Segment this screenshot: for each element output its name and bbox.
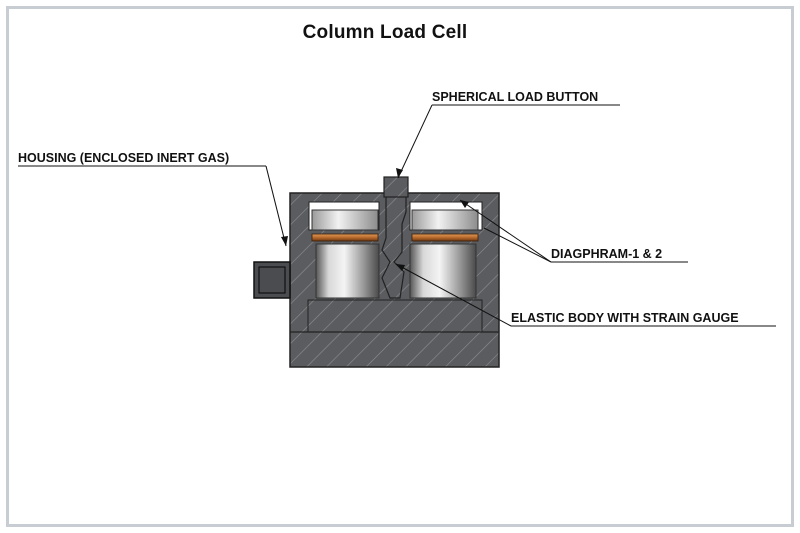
leader-lines [18, 104, 776, 327]
diaphragms [311, 233, 479, 242]
label-diaphragm: DIAGPHRAM-1 & 2 [551, 247, 663, 261]
label-elastic-body: ELASTIC BODY WITH STRAIN GAUGE [511, 311, 739, 325]
diagram-title: Column Load Cell [302, 22, 468, 43]
cylinder-tops [311, 209, 479, 231]
arrowheads [281, 168, 469, 271]
label-load-button: SPHERICAL LOAD BUTTON [432, 90, 599, 104]
elastic-body [381, 194, 407, 299]
cylinders [315, 243, 477, 299]
connector [253, 261, 291, 299]
label-housing: HOUSING (ENCLOSED INERT GAS) [18, 151, 230, 165]
load-button [383, 176, 409, 198]
